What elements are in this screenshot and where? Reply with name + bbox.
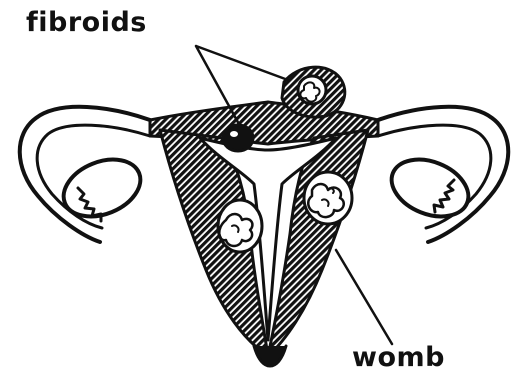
fibroid-small (223, 125, 253, 151)
cervix (254, 346, 286, 366)
womb-pointer-line (336, 250, 392, 344)
womb-label: womb (352, 344, 445, 371)
fibroids-label: fibroids (26, 9, 147, 36)
right-ovary (383, 149, 477, 227)
